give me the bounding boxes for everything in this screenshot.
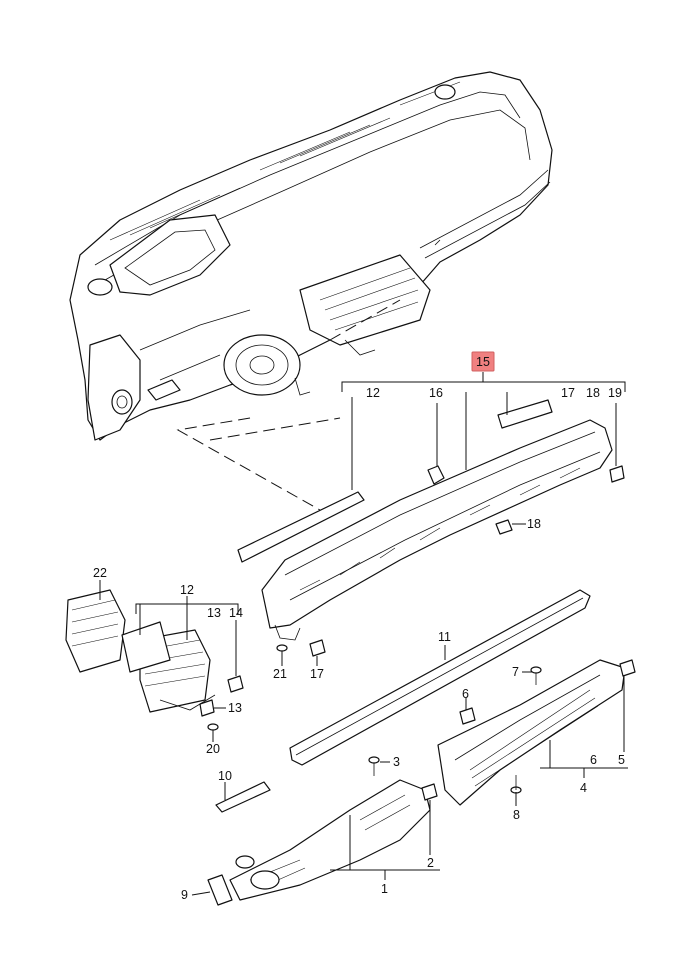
part-label-22[interactable]: 22 [93,566,107,580]
part-label-3[interactable]: 3 [393,755,400,769]
part-label-18[interactable]: 18 [586,386,600,400]
lower-trim-panel-left [229,779,431,901]
clip-16 [427,465,445,485]
clip-2 [421,783,438,801]
part-label-20[interactable]: 20 [206,742,220,756]
part-label-13[interactable]: 13 [207,606,221,620]
trim-pad-18 [497,399,553,429]
part-label-4[interactable]: 4 [580,781,587,795]
part-label-16[interactable]: 16 [429,386,443,400]
screw-3 [368,756,380,776]
part-label-6[interactable]: 6 [590,753,597,767]
part-label-12[interactable]: 12 [180,583,194,597]
part-label-10[interactable]: 10 [218,769,232,783]
trim-rail-11 [289,589,591,766]
leader-lines [99,372,628,896]
assembly-connector-line [176,299,401,511]
air-vent-assembly [65,589,216,713]
part-label-18[interactable]: 18 [527,517,541,531]
trim-piece-10 [215,781,271,813]
screw-8 [510,775,522,794]
clip-13 [199,699,215,717]
part-label-6[interactable]: 6 [462,687,469,701]
part-label-8[interactable]: 8 [513,808,520,822]
trim-piece-9 [207,874,233,906]
screw-7 [530,666,542,685]
clip-6 [459,707,476,725]
part-label-2[interactable]: 2 [427,856,434,870]
part-label-14[interactable]: 14 [229,606,243,620]
part-label-17[interactable]: 17 [310,667,324,681]
part-label-1[interactable]: 1 [381,882,388,896]
trim-strip-12 [237,491,365,563]
part-label-19[interactable]: 19 [608,386,622,400]
clip-17 [309,639,326,657]
part-label-5[interactable]: 5 [618,753,625,767]
clip-5 [619,659,636,677]
dash-trim-panel [261,419,613,641]
highlight-box-15 [471,351,495,372]
dashboard-assembly [69,71,553,441]
part-label-15[interactable]: 15 [476,355,490,369]
part-label-11[interactable]: 11 [438,630,451,644]
clip-19 [609,465,625,483]
part-label-7[interactable]: 7 [512,665,519,679]
lower-trim-panel-right [437,659,626,806]
part-label-12[interactable]: 12 [366,386,380,400]
clip-18 [495,519,513,535]
part-label-9[interactable]: 9 [181,888,188,902]
clip-14 [227,675,244,693]
part-label-13[interactable]: 13 [228,701,242,715]
part-label-21[interactable]: 21 [273,667,287,681]
part-label-17[interactable]: 17 [561,386,575,400]
